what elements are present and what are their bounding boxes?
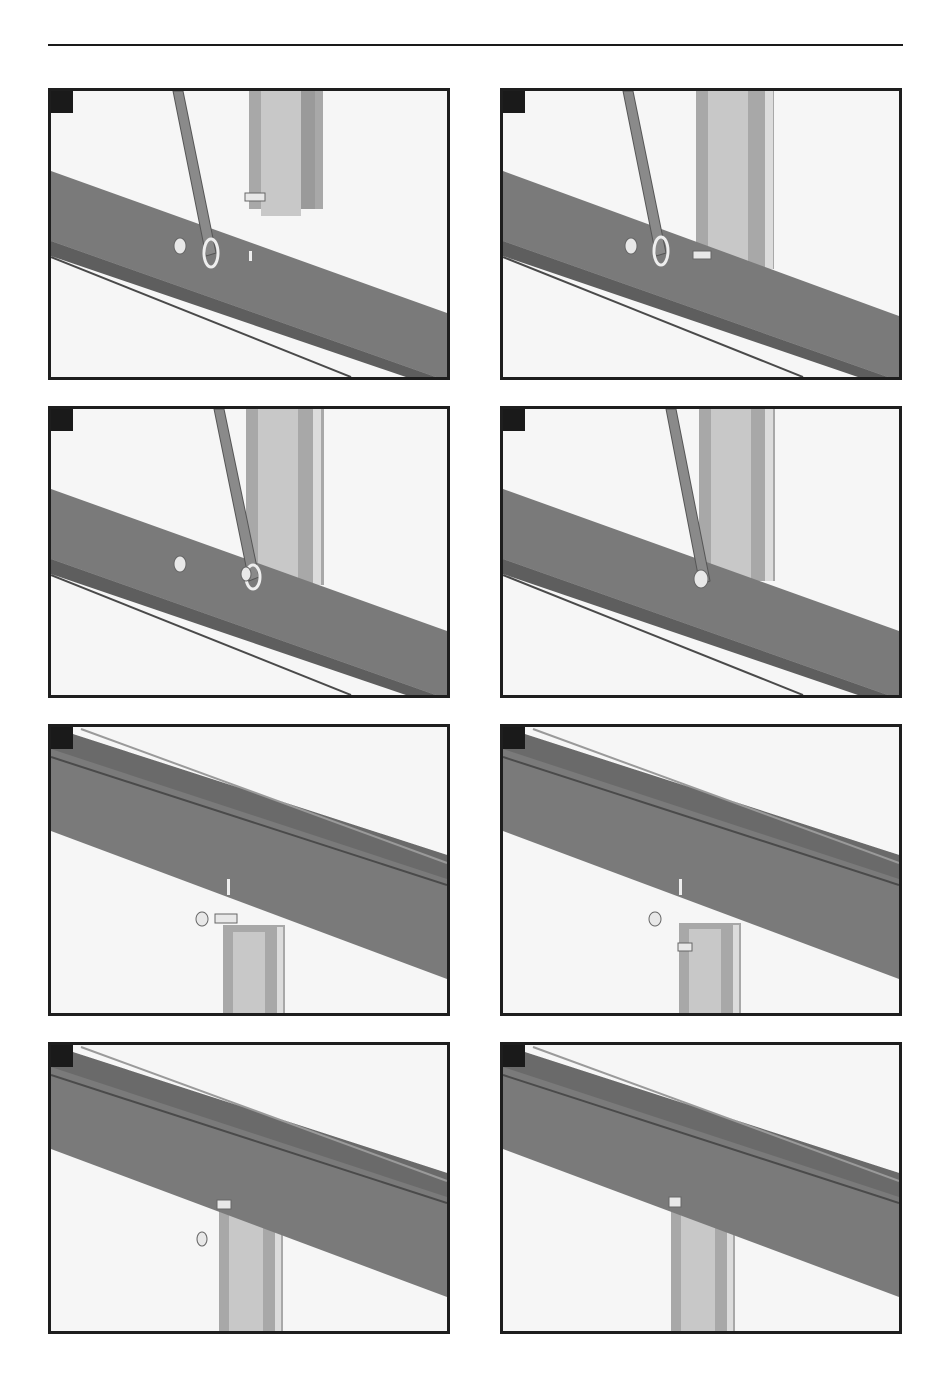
illustration-3 [51, 409, 447, 695]
illustration-1 [51, 91, 447, 377]
instruction-panel-8 [500, 1042, 902, 1334]
step-marker [503, 91, 525, 113]
illustration-4 [503, 409, 899, 695]
step-marker [503, 1045, 525, 1067]
illustration-2 [503, 91, 899, 377]
illustration-6 [503, 727, 899, 1013]
instruction-panel-1 [48, 88, 450, 380]
instruction-panel-4 [500, 406, 902, 698]
step-marker [503, 727, 525, 749]
step-marker [51, 1045, 73, 1067]
step-marker [51, 409, 73, 431]
step-marker [51, 91, 73, 113]
illustration-5 [51, 727, 447, 1013]
instruction-panel-3 [48, 406, 450, 698]
instruction-panel-7 [48, 1042, 450, 1334]
header-rule [48, 44, 903, 46]
instruction-panel-2 [500, 88, 902, 380]
instruction-panel-5 [48, 724, 450, 1016]
illustration-7 [51, 1045, 447, 1331]
step-marker [51, 727, 73, 749]
step-marker [503, 409, 525, 431]
instruction-panel-6 [500, 724, 902, 1016]
illustration-8 [503, 1045, 899, 1331]
